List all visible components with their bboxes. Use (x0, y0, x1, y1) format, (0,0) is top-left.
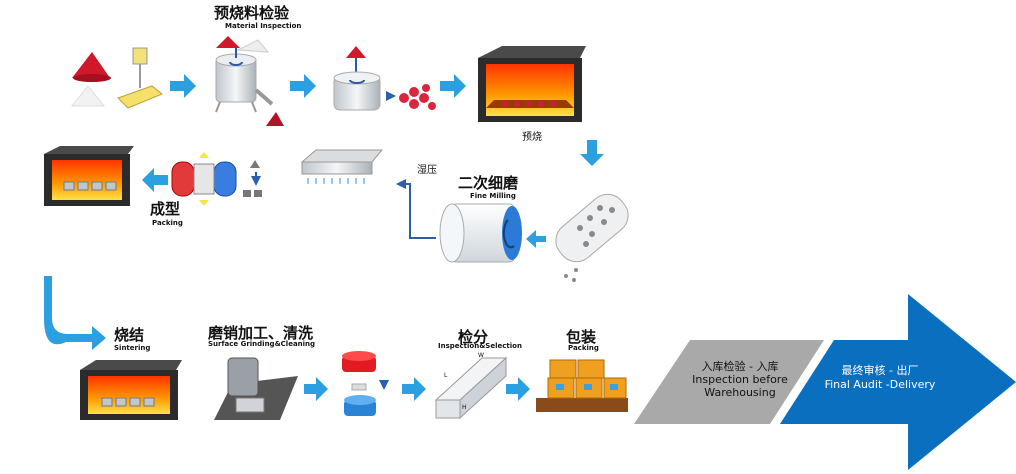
sintering-sublabel: Sintering (114, 344, 151, 352)
final-banner-text: 最终审核 - 出厂 Final Audit -Delivery (820, 364, 940, 392)
inspection-sublabel: Inspection&Selection (438, 342, 522, 350)
flow-arrow (170, 74, 196, 98)
fine-milling-drum-icon (439, 203, 522, 263)
raw-material-icon (70, 52, 111, 107)
warehouse-title: 入库检验 - 入库 (701, 360, 779, 373)
fine-milling-label: 二次细磨 (458, 174, 519, 192)
wet-press-tray-icon (300, 149, 384, 184)
curved-arrow (44, 276, 106, 350)
granulator-icon (333, 46, 436, 111)
fine-milling-sublabel: Fine Milling (470, 192, 516, 200)
flow-arrow-left (526, 230, 546, 248)
forming-label: 成型 (150, 200, 181, 218)
block-length-label: L (444, 372, 448, 379)
flow-arrow (440, 74, 466, 98)
flow-arrow (402, 377, 426, 401)
warehouse-line-2: Warehousing (704, 386, 776, 399)
final-subtitle: Final Audit -Delivery (824, 378, 936, 391)
warehouse-banner-text: 入库检验 - 入库 Inspection before Warehousing (680, 360, 800, 399)
forming-sublabel: Packing (152, 219, 183, 227)
flow-arrow (290, 74, 316, 98)
press-icon (171, 152, 262, 206)
scale-icon (117, 47, 163, 109)
packing-label: 包装 (566, 328, 597, 346)
sintering-furnace-icon (80, 360, 182, 420)
inspection-mixer-icon (215, 36, 284, 126)
wet-pressing-label: 湿压 (417, 165, 437, 176)
warehouse-line-1: Inspection before (692, 373, 788, 386)
grinding-label: 磨销加工、清洗 (208, 324, 314, 342)
sintering-label: 烧结 (114, 326, 145, 344)
warehouse-banner (634, 340, 824, 424)
block-width-label: W (478, 352, 484, 359)
flow-arrow (506, 377, 530, 401)
flow-arrow (304, 377, 328, 401)
connector-arrow (396, 179, 436, 239)
final-title: 最终审核 - 出厂 (841, 364, 919, 377)
flow-arrow-down (580, 140, 604, 166)
material-inspection-sublabel: Material Inspection (225, 22, 302, 30)
packing-sublabel: Packing (568, 344, 599, 352)
ball-mill-icon (555, 193, 629, 282)
pallet-boxes-icon (536, 359, 628, 412)
flow-arrow-left (142, 168, 168, 192)
final-delivery-arrow (780, 294, 1016, 470)
grinding-machine-icon (214, 357, 298, 420)
pre-sintering-label: 预烧 (522, 132, 542, 143)
block-height-label: H (462, 404, 467, 411)
inspection-block-icon (434, 356, 508, 420)
grinding-sublabel: Surface Grinding&Cleaning (208, 340, 316, 348)
inspection-label: 检分 (458, 328, 489, 346)
cleaning-pucks-icon (342, 351, 389, 416)
material-inspection-label: 预烧料检验 (214, 4, 290, 22)
forming-furnace-icon (44, 146, 134, 206)
pre-sinter-furnace-icon (478, 46, 586, 122)
